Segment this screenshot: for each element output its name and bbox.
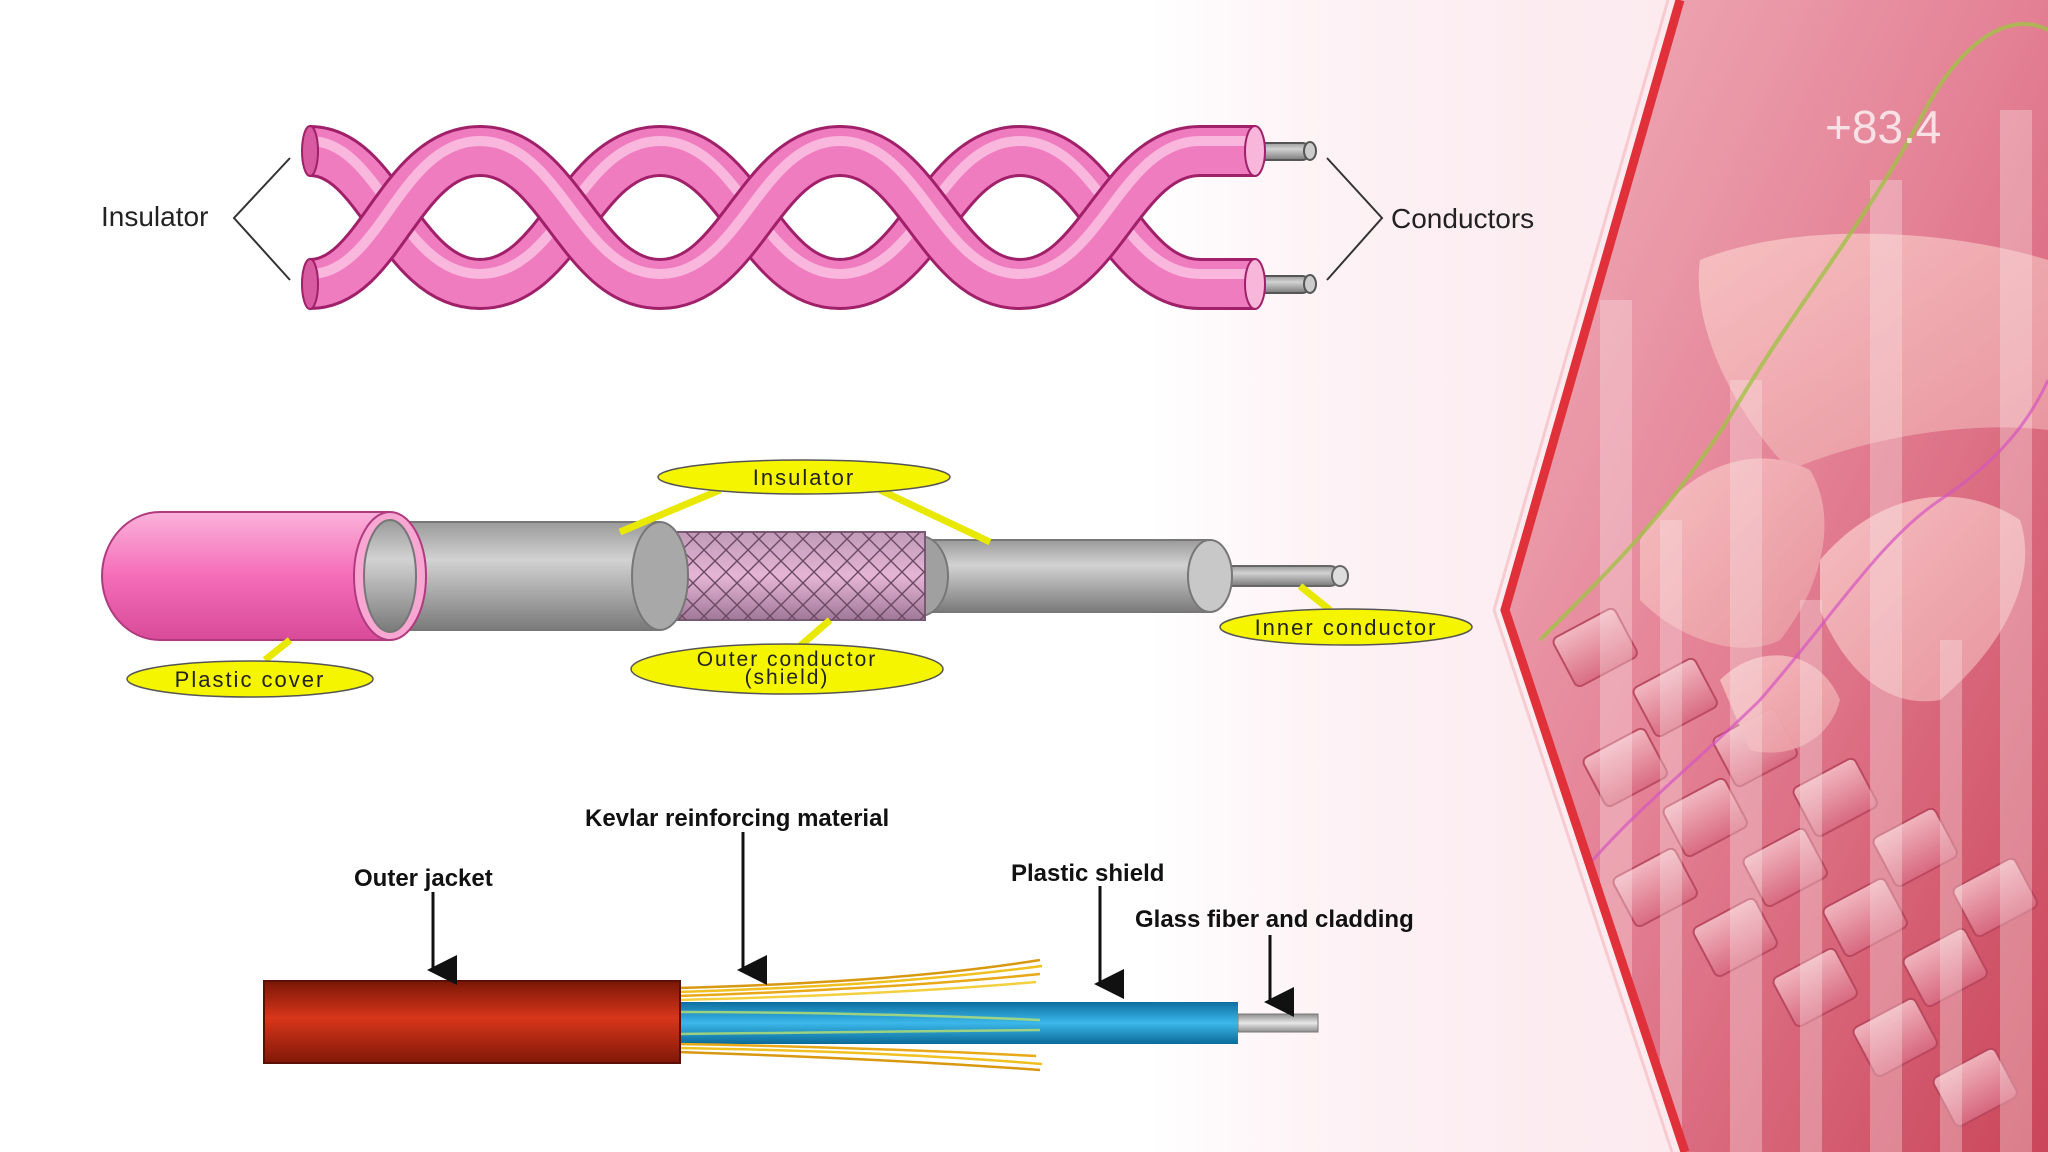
outer-jacket-tube <box>263 980 681 1064</box>
glass-fiber-core <box>1237 1013 1319 1033</box>
twisted-pair-cable <box>232 124 1384 311</box>
insulator-bracket <box>232 157 291 281</box>
coaxial-cable <box>101 511 1349 641</box>
twisted-conductors-label: Conductors <box>1391 203 1534 234</box>
kevlar-fibers <box>677 958 1043 1072</box>
twisted-insulator-label: Insulator <box>101 201 208 232</box>
fiber-plastic-shield-label: Plastic shield <box>1011 860 1164 887</box>
coax-inner-conductor-label: Inner conductor <box>1255 615 1438 640</box>
outer-conductor-callout <box>630 617 944 695</box>
coax-outer-insulator <box>389 521 661 631</box>
coax-insulator-label: Insulator <box>753 465 855 490</box>
coax-plastic-cover <box>101 511 391 641</box>
fiber-kevlar-label: Kevlar reinforcing material <box>585 805 889 832</box>
inner-conductor-callout <box>1219 583 1473 646</box>
fiber-optic-cable <box>263 832 1319 1072</box>
insulator-callout <box>618 459 992 546</box>
coax-dielectric <box>919 539 1211 613</box>
plastic-shield-tube <box>678 1002 1238 1044</box>
chart-readout: +83.4 <box>1825 101 1941 153</box>
fiber-glass-label: Glass fiber and cladding <box>1135 906 1414 933</box>
coax-plastic-cover-label: Plastic cover <box>175 667 326 692</box>
coax-outer-conductor-sublabel: (shield) <box>745 666 830 689</box>
fiber-outer-jacket-label: Outer jacket <box>354 865 493 892</box>
conductors-bracket <box>1326 157 1384 281</box>
keyboard-photo-icon <box>1150 0 2048 1152</box>
coax-outer-conductor-label: Outer conductor <box>697 648 878 671</box>
plastic-cover-callout <box>126 637 374 698</box>
